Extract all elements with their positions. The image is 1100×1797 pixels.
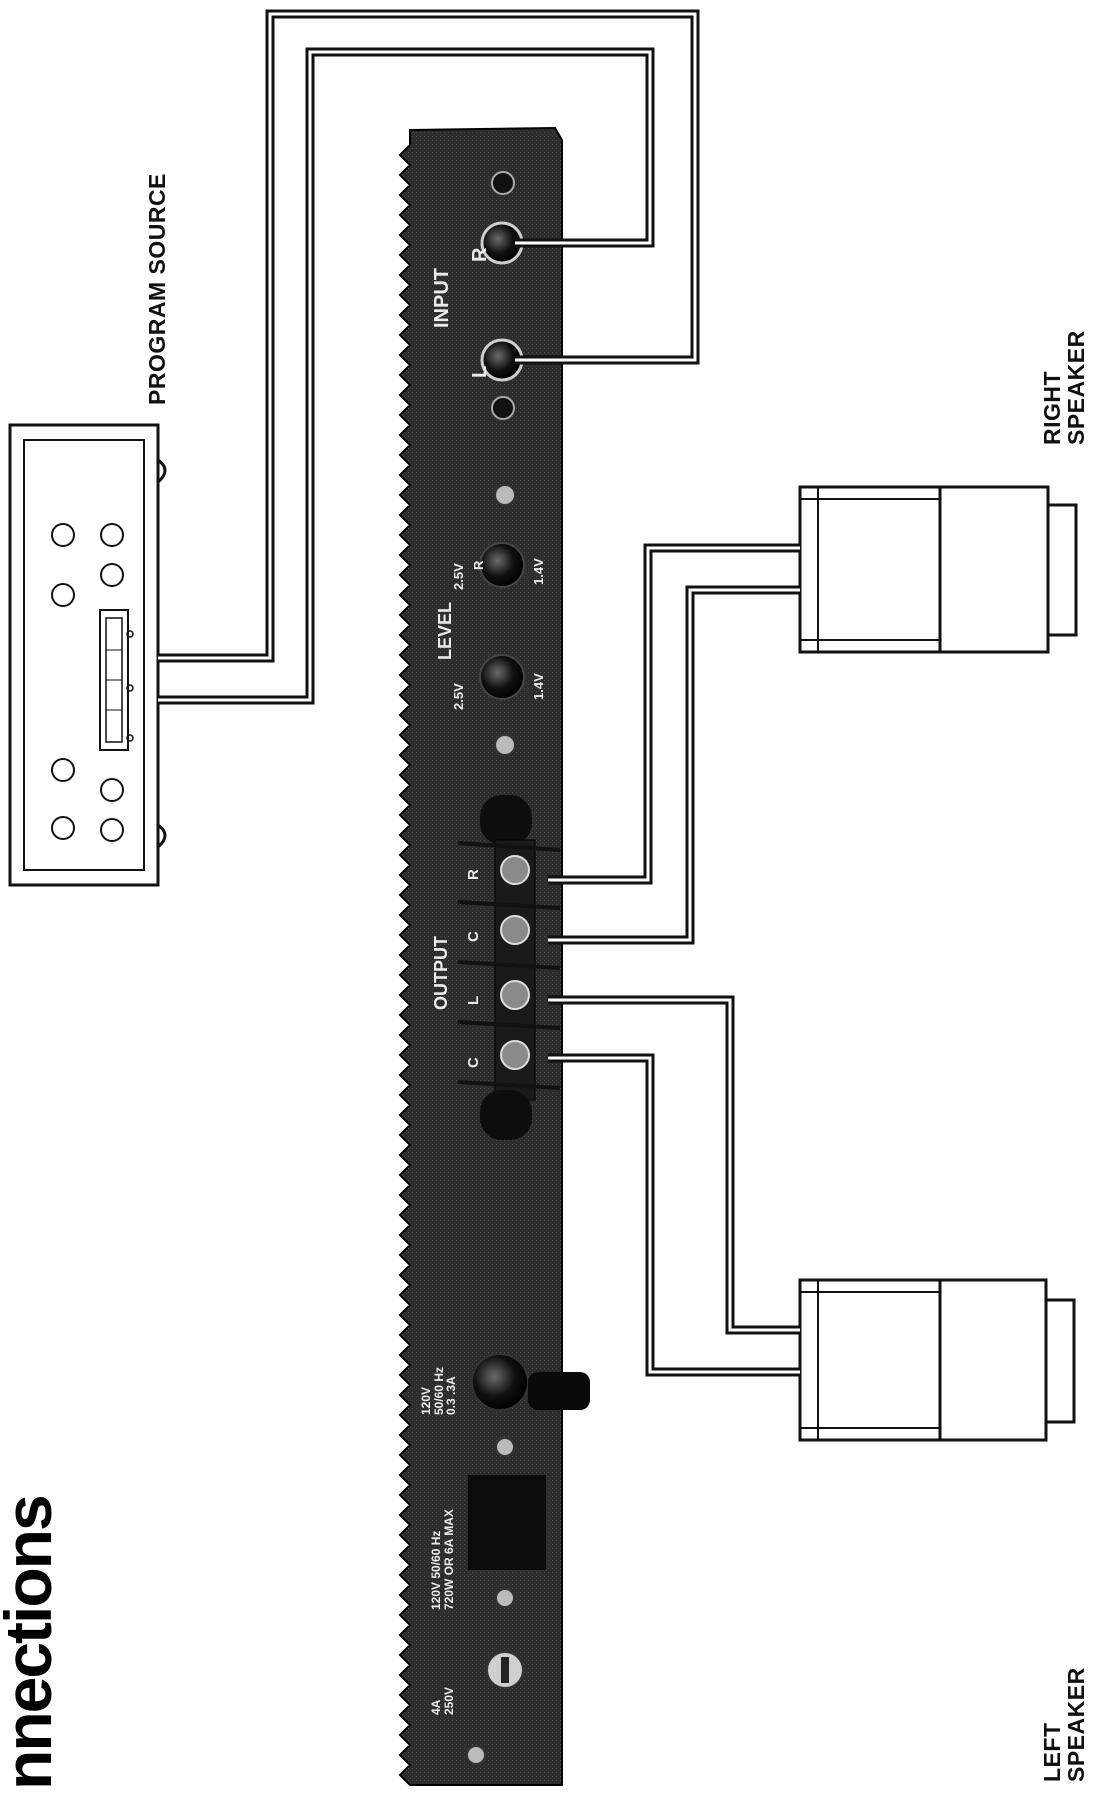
panel-screw-bottom xyxy=(466,1745,486,1765)
output-block-end-top xyxy=(480,795,532,845)
page-title: nnections xyxy=(0,1496,65,1790)
input-right-label: R xyxy=(469,247,491,262)
level-right-r: R xyxy=(471,560,486,570)
output-terminal-c2: C xyxy=(465,1057,482,1068)
level-left-bottom: 1.4V xyxy=(531,673,546,700)
input-cables xyxy=(158,9,700,705)
level-screw-bottom xyxy=(494,734,516,756)
input-screw-bottom xyxy=(491,396,515,420)
level-knob-left xyxy=(479,654,525,700)
left-speaker-label: LEFT SPEAKER xyxy=(1039,1667,1090,1782)
left-speaker-cabinet xyxy=(798,1278,1076,1442)
ac-outlet xyxy=(468,1475,546,1570)
level-left-top: 2.5V xyxy=(451,683,466,710)
fuse-slot xyxy=(501,1657,509,1683)
program-source-device xyxy=(8,423,167,887)
terminal-screws xyxy=(500,855,530,1070)
amplifier-rear-panel xyxy=(398,126,590,1786)
left-speaker-cables xyxy=(548,995,800,1377)
terminal-screw-r xyxy=(500,855,530,885)
power-screw xyxy=(495,1437,515,1457)
level-screw-top xyxy=(494,484,516,506)
level-knob-right xyxy=(479,542,525,588)
input-screw-top xyxy=(491,171,515,195)
input-label: INPUT xyxy=(431,268,453,328)
program-source-label: PROGRAM SOURCE xyxy=(144,173,170,405)
outlet-rating: 120V 50/60 Hz 720W OR 6A MAX xyxy=(429,1509,456,1610)
power-rating: 120V 50/60 Hz 0.3 .3A xyxy=(419,1366,459,1415)
right-speaker-cables xyxy=(548,543,800,945)
output-terminal-l: L xyxy=(465,995,482,1005)
terminal-posts xyxy=(457,841,561,1090)
output-terminal-c1: C xyxy=(465,931,482,942)
terminal-screw-c2 xyxy=(500,1040,530,1070)
input-left-label: L xyxy=(469,365,491,378)
output-label: OUTPUT xyxy=(431,936,451,1010)
terminal-screw-c1 xyxy=(500,915,530,945)
right-speaker-cabinet xyxy=(798,485,1078,654)
output-block-end-bottom xyxy=(480,1090,532,1140)
level-right-top: 2.5V xyxy=(451,563,466,590)
outlet-screw xyxy=(495,1588,515,1608)
terminal-screw-l xyxy=(500,980,530,1010)
right-speaker-label: RIGHT SPEAKER xyxy=(1039,330,1090,445)
level-right-bottom: 1.4V xyxy=(531,558,546,585)
level-label: LEVEL xyxy=(435,601,455,660)
output-terminal-r: R xyxy=(465,869,482,880)
fuse-rating: 4A 250V xyxy=(429,1686,456,1715)
power-cord-strain xyxy=(528,1372,590,1410)
power-switch-knob xyxy=(471,1353,529,1411)
